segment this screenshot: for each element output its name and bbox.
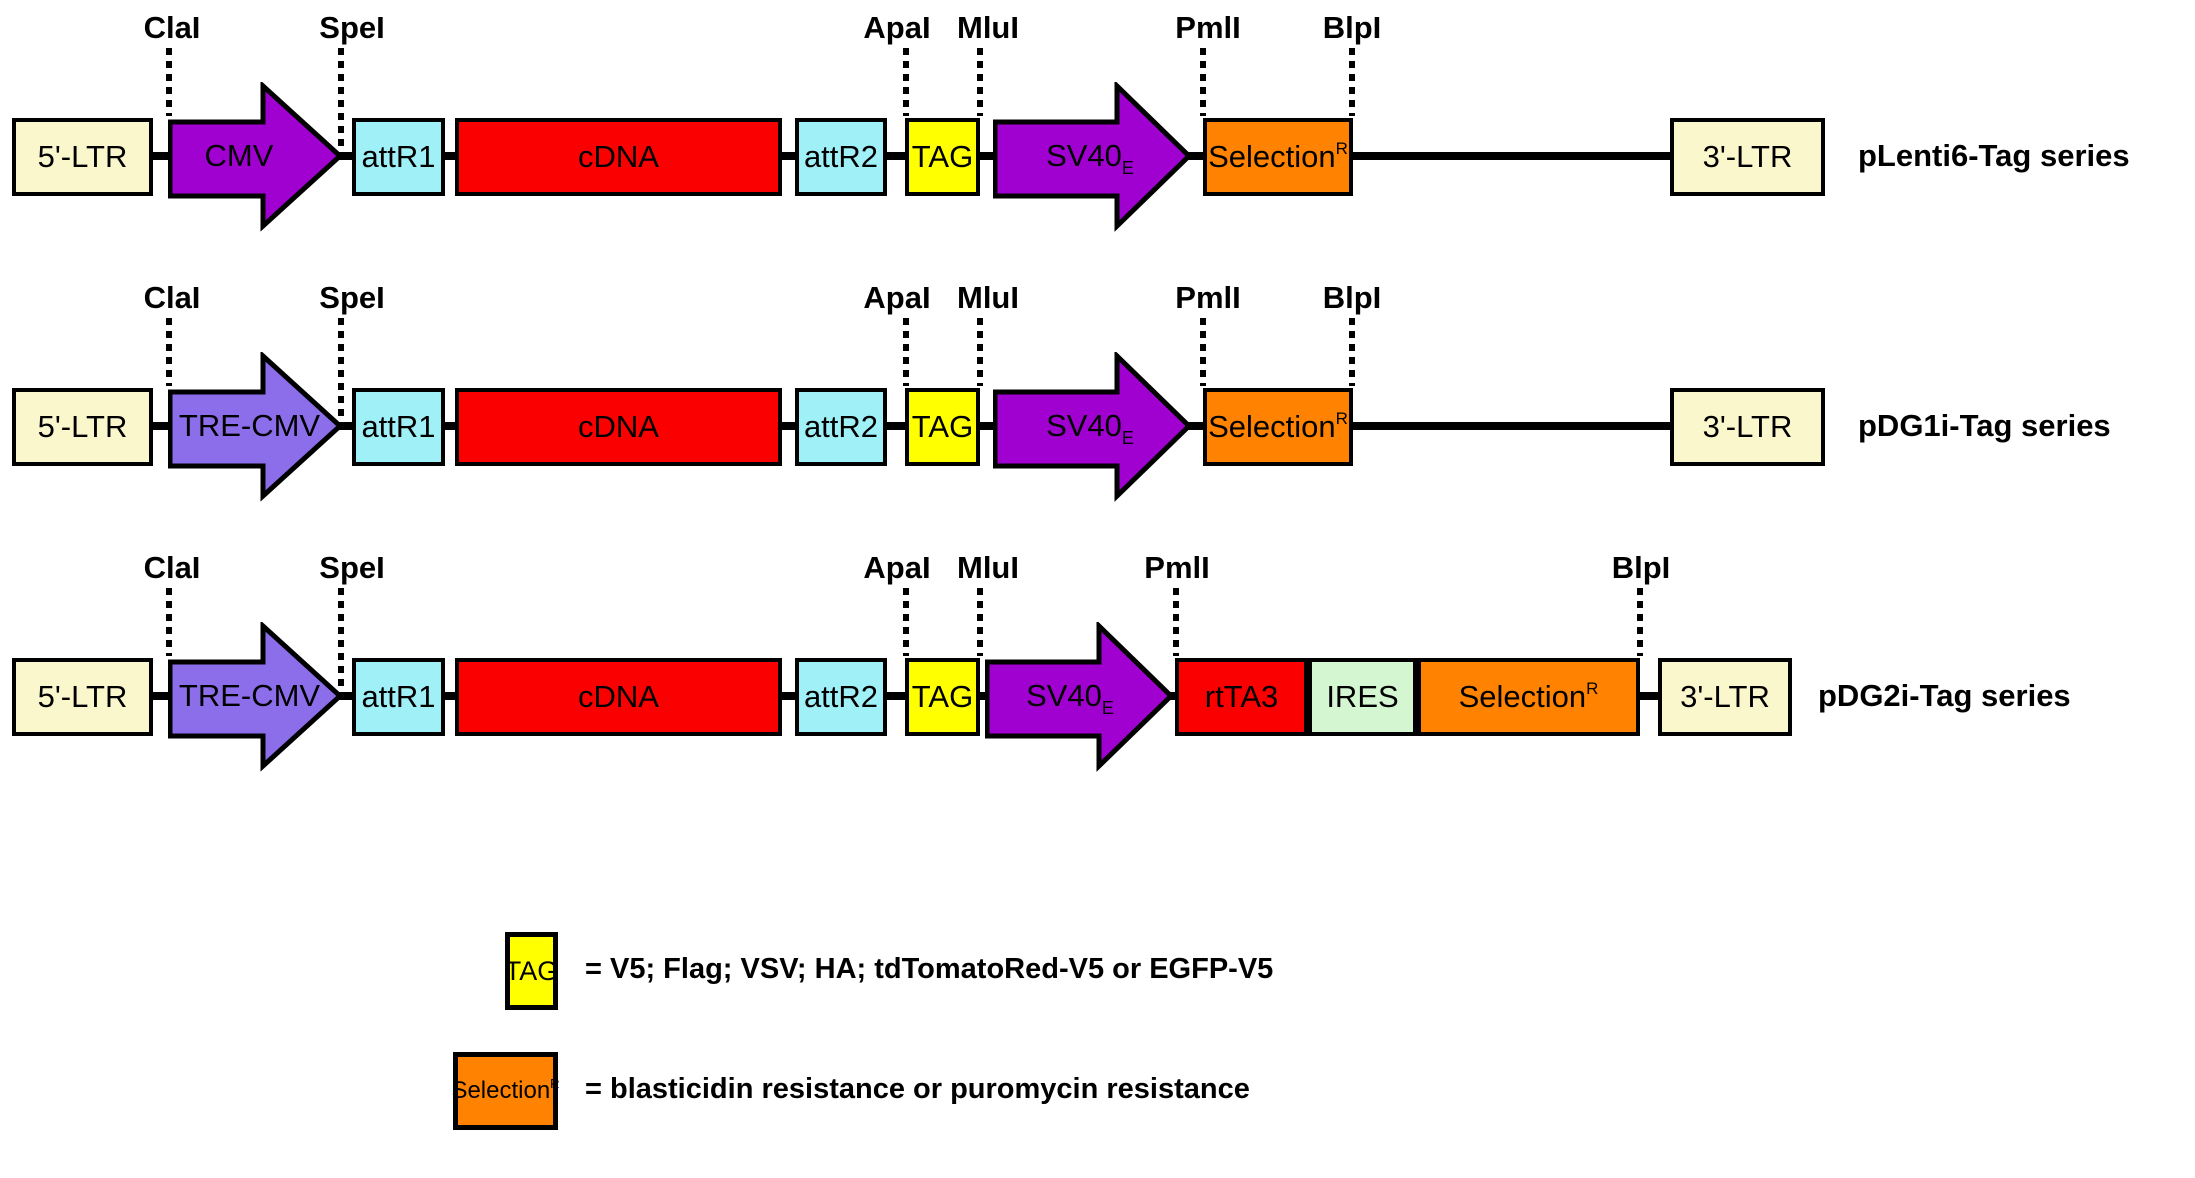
cut-site-line-clai bbox=[166, 588, 172, 656]
selection-superscript: R bbox=[1586, 679, 1599, 698]
box-selection: SelectionR bbox=[1417, 658, 1640, 736]
cut-site-line-clai bbox=[166, 48, 172, 116]
box-5ltr: 5'-LTR bbox=[12, 118, 153, 196]
enzyme-label-apai: ApaI bbox=[863, 550, 931, 585]
cut-site-line-pmli bbox=[1200, 48, 1206, 116]
enzyme-label-spei: SpeI bbox=[319, 280, 385, 315]
sv40-arrow bbox=[993, 352, 1193, 502]
cut-site-line-spei bbox=[338, 48, 344, 150]
legend-selection-box: SelectionR bbox=[451, 1052, 560, 1130]
cut-site-line-apai bbox=[903, 588, 909, 656]
box-rtta3: rtTA3 bbox=[1175, 658, 1308, 736]
enzyme-label-pmli: PmlI bbox=[1175, 280, 1241, 315]
box-tag: TAG bbox=[905, 658, 980, 736]
promoter-arrow-tre-cmv bbox=[168, 352, 344, 502]
promoter-label: CMV bbox=[204, 138, 274, 173]
selection-superscript: R bbox=[1335, 409, 1348, 428]
box-ires: IRES bbox=[1308, 658, 1417, 736]
selection-superscript: R bbox=[1335, 139, 1348, 158]
enzyme-label-mlui: MluI bbox=[957, 280, 1019, 315]
box-selection: SelectionR bbox=[1203, 388, 1353, 466]
enzyme-label-clai: ClaI bbox=[143, 550, 201, 585]
sv40-subscript: E bbox=[1101, 698, 1114, 718]
enzyme-label-blpi: BlpI bbox=[1322, 10, 1382, 45]
sv40-subscript: E bbox=[1121, 428, 1134, 448]
legend-tag-box: TAG bbox=[505, 932, 558, 1010]
legend-tag-description: = V5; Flag; VSV; HA; tdTomatoRed-V5 or E… bbox=[585, 953, 1274, 985]
box-5ltr: 5'-LTR bbox=[12, 658, 153, 736]
box-attr2: attR2 bbox=[795, 388, 887, 466]
cut-site-line-apai bbox=[903, 48, 909, 116]
enzyme-label-blpi: BlpI bbox=[1322, 280, 1382, 315]
enzyme-label-mlui: MluI bbox=[957, 550, 1019, 585]
enzyme-label-pmli: PmlI bbox=[1144, 550, 1210, 585]
promoter-label: TRE-CMV bbox=[178, 678, 321, 713]
box-cdna: cDNA bbox=[455, 118, 782, 196]
promoter-arrow-cmv bbox=[168, 82, 344, 232]
enzyme-label-mlui: MluI bbox=[957, 10, 1019, 45]
sv40-arrow bbox=[985, 622, 1175, 772]
enzyme-label-pmli: PmlI bbox=[1175, 10, 1241, 45]
construct-row-plenti6: ClaI SpeI ApaI MluI PmlI BlpI 5'-LTR CMV… bbox=[0, 0, 2195, 270]
cut-site-line-spei bbox=[338, 588, 344, 690]
cut-site-line-blpi bbox=[1349, 48, 1355, 116]
box-attr1: attR1 bbox=[352, 658, 445, 736]
enzyme-label-apai: ApaI bbox=[863, 280, 931, 315]
cut-site-line-spei bbox=[338, 318, 344, 420]
enzyme-label-spei: SpeI bbox=[319, 10, 385, 45]
cut-site-line-clai bbox=[166, 318, 172, 386]
cut-site-line-blpi bbox=[1349, 318, 1355, 386]
series-label-pdg1i: pDG1i-Tag series bbox=[1858, 408, 2111, 443]
enzyme-label-apai: ApaI bbox=[863, 10, 931, 45]
box-3ltr: 3'-LTR bbox=[1670, 118, 1825, 196]
box-attr1: attR1 bbox=[352, 388, 445, 466]
box-attr1: attR1 bbox=[352, 118, 445, 196]
promoter-arrow-tre-cmv bbox=[168, 622, 344, 772]
sv40-label: SV40E bbox=[1026, 678, 1114, 718]
box-3ltr: 3'-LTR bbox=[1670, 388, 1825, 466]
cut-site-line-mlui bbox=[977, 588, 983, 656]
construct-row-pdg2i: ClaI SpeI ApaI MluI PmlI BlpI 5'-LTR TRE… bbox=[0, 540, 2195, 810]
enzyme-label-blpi: BlpI bbox=[1611, 550, 1671, 585]
cut-site-line-blpi bbox=[1637, 588, 1643, 656]
box-tag: TAG bbox=[905, 118, 980, 196]
box-cdna: cDNA bbox=[455, 658, 782, 736]
sv40-arrow bbox=[993, 82, 1193, 232]
cut-site-line-apai bbox=[903, 318, 909, 386]
box-tag: TAG bbox=[905, 388, 980, 466]
sv40-subscript: E bbox=[1121, 158, 1134, 178]
backbone-line bbox=[12, 692, 1792, 700]
box-attr2: attR2 bbox=[795, 118, 887, 196]
enzyme-label-clai: ClaI bbox=[143, 280, 201, 315]
sv40-label: SV40E bbox=[1046, 138, 1134, 178]
sv40-label: SV40E bbox=[1046, 408, 1134, 448]
box-5ltr: 5'-LTR bbox=[12, 388, 153, 466]
box-cdna: cDNA bbox=[455, 388, 782, 466]
cut-site-line-pmli bbox=[1200, 318, 1206, 386]
promoter-label: TRE-CMV bbox=[178, 408, 321, 443]
legend-selection-superscript: R bbox=[550, 1076, 560, 1091]
series-label-pdg2i: pDG2i-Tag series bbox=[1818, 678, 2071, 713]
box-attr2: attR2 bbox=[795, 658, 887, 736]
box-3ltr: 3'-LTR bbox=[1658, 658, 1792, 736]
series-label-plenti6: pLenti6-Tag series bbox=[1858, 138, 2130, 173]
enzyme-label-spei: SpeI bbox=[319, 550, 385, 585]
cut-site-line-mlui bbox=[977, 318, 983, 386]
construct-row-pdg1i: ClaI SpeI ApaI MluI PmlI BlpI 5'-LTR TRE… bbox=[0, 270, 2195, 540]
box-selection: SelectionR bbox=[1203, 118, 1353, 196]
cut-site-line-mlui bbox=[977, 48, 983, 116]
enzyme-label-clai: ClaI bbox=[143, 10, 201, 45]
cut-site-line-pmli bbox=[1173, 588, 1179, 656]
legend-selection-description: = blasticidin resistance or puromycin re… bbox=[585, 1073, 1250, 1105]
